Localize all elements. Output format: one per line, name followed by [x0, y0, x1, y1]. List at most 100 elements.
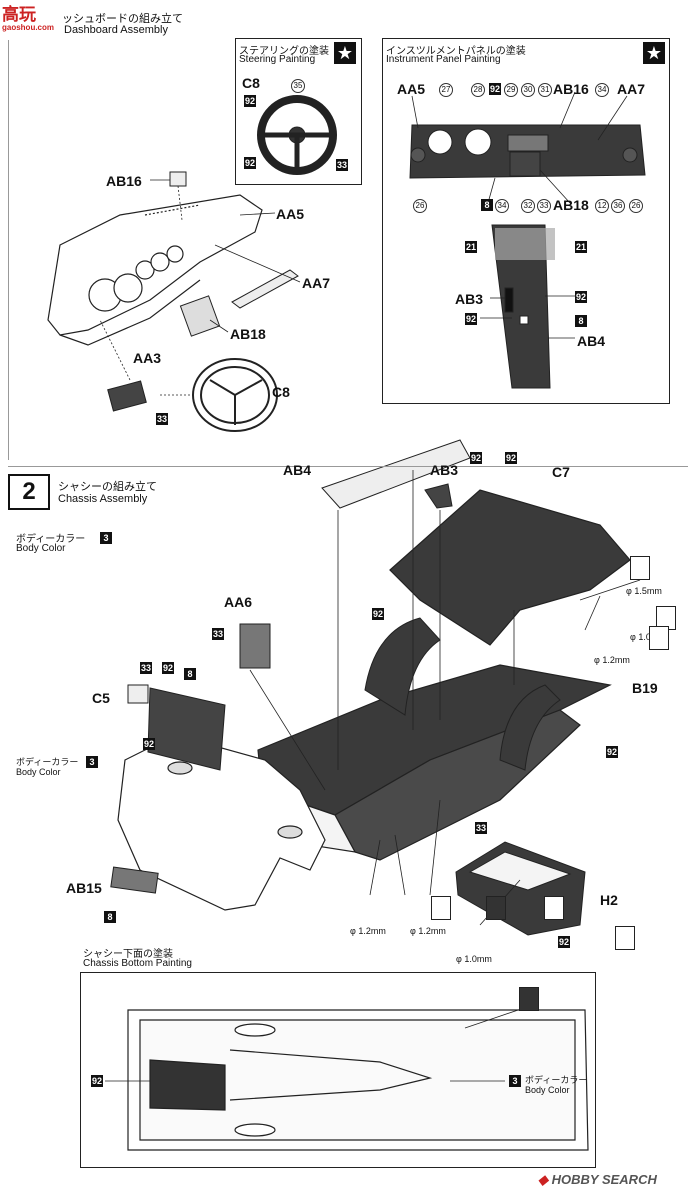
body-color2-en: Body Color — [16, 767, 61, 777]
label-ab3: AB3 — [430, 462, 459, 478]
panel-label-ab4: AB4 — [577, 333, 606, 349]
bottom-title-en: Chassis Bottom Painting — [83, 958, 192, 969]
steering-part-label: C8 — [242, 75, 260, 91]
code-3-bottom: 3 — [509, 1075, 521, 1087]
code-35: 35 — [291, 79, 305, 93]
code-34-top: 34 — [595, 83, 609, 97]
label-c8: C8 — [272, 384, 290, 400]
panel-title-jp: インスツルメントパネルの塗装 — [386, 46, 526, 57]
code-36: 36 — [611, 199, 625, 213]
code-92-right: 92 — [606, 746, 618, 758]
ab15-part — [110, 866, 159, 894]
code-92-mid: 92 — [372, 608, 384, 620]
code-30: 30 — [521, 83, 535, 97]
code-21-right: 21 — [575, 241, 587, 253]
code-92-c5b: 92 — [143, 738, 155, 750]
code-34-bottom: 34 — [495, 199, 509, 213]
hobby-search-logo: ◆ HOBBY SEARCH — [538, 1172, 657, 1188]
steering-drawing — [192, 358, 278, 432]
metallic-paint-icon — [485, 896, 506, 920]
bottom-chassis — [127, 1009, 589, 1151]
label-aa5: AA5 — [276, 206, 305, 222]
code-92-right: 92 — [575, 291, 587, 303]
label-c5: C5 — [92, 690, 110, 706]
drill-10mm-a: φ 1.0mm — [630, 632, 666, 642]
watermark-brand-top: 高玩 — [2, 5, 36, 25]
code-8-ab15: 8 — [104, 911, 116, 923]
drill-icon-12c — [544, 896, 565, 920]
drill-icon-12a — [648, 626, 669, 650]
dashboard-drawing — [47, 194, 263, 346]
label-ab16: AB16 — [106, 173, 142, 189]
code-33-floor: 33 — [475, 822, 487, 834]
watermark-logo: 高玩 gaoshou.com — [2, 6, 68, 32]
drill-15mm: φ 1.5mm — [626, 586, 662, 596]
code-8-c5: 8 — [184, 668, 196, 680]
bottom-body-color-en: Body Color — [525, 1085, 570, 1095]
ab16-part — [169, 171, 187, 187]
footer-brand: HOBBY SEARCH — [551, 1172, 657, 1187]
label-aa6: AA6 — [224, 594, 253, 610]
code-12: 12 — [595, 199, 609, 213]
ab3-part — [424, 483, 453, 509]
code-33: 33 — [336, 159, 348, 171]
drill-12mm-c: φ 1.2mm — [410, 926, 446, 936]
panel-label-aa5: AA5 — [397, 81, 426, 97]
logo-mark-icon: ◆ — [538, 1172, 548, 1187]
code-28: 28 — [471, 83, 485, 97]
star-icon: ★ — [334, 42, 356, 64]
c5-radiator — [127, 684, 226, 771]
section2-rule — [8, 466, 688, 467]
ab18-part — [179, 295, 221, 337]
wheel-arch-left — [364, 617, 441, 716]
code-92-h2: 92 — [558, 936, 570, 948]
code-26-right: 26 — [629, 199, 643, 213]
code-92-a: 92 — [244, 95, 256, 107]
label-ab4: AB4 — [283, 462, 312, 478]
steering-painting-box: ステアリングの塗装 Steering Painting ★ C8 35 92 9… — [235, 38, 362, 185]
panel-label-ab16: AB16 — [553, 81, 589, 97]
panel-title-en: Instrument Panel Painting — [386, 54, 501, 65]
page-left-rule — [8, 40, 9, 460]
drill-12mm-b: φ 1.2mm — [350, 926, 386, 936]
label-h2: H2 — [600, 892, 618, 908]
code-33-bottom: 33 — [537, 199, 551, 213]
code-33-c5: 33 — [140, 662, 152, 674]
bottom-body-color-jp: ボディーカラー — [525, 1076, 588, 1086]
label-aa7: AA7 — [302, 275, 331, 291]
aa6-part — [239, 623, 271, 669]
watermark-url: gaoshou.com — [2, 23, 55, 32]
code-92-top: 92 — [489, 83, 501, 95]
drill-icon-12b — [431, 896, 452, 920]
panel-label-aa7: AA7 — [617, 81, 646, 97]
panel-drawing — [409, 124, 646, 389]
body-color-jp: ボディーカラー — [16, 534, 86, 545]
drill-10mm-b: φ 1.0mm — [456, 954, 492, 964]
drill-icon-10b — [614, 926, 635, 950]
section2-title-en: Chassis Assembly — [58, 493, 148, 505]
code-27: 27 — [439, 83, 453, 97]
steering-title-en: Steering Painting — [239, 54, 316, 65]
code-92-left: 92 — [465, 313, 477, 325]
code-33-aa6: 33 — [212, 628, 224, 640]
instrument-panel-box: インスツルメントパネルの塗装 Instrument Panel Painting… — [382, 38, 670, 404]
section1-title-jp: ッシュボードの組み立て — [62, 12, 183, 25]
drill-icon-15 — [630, 556, 650, 580]
drill-12mm-a: φ 1.2mm — [594, 655, 630, 665]
c7-part — [389, 489, 631, 646]
code-92-b: 92 — [244, 157, 256, 169]
steering-title-jp: ステアリングの塗装 — [239, 46, 329, 57]
code-92-bottom: 92 — [91, 1075, 103, 1087]
code-26-left: 26 — [413, 199, 427, 213]
label-ab18: AB18 — [230, 326, 266, 342]
code-31: 31 — [538, 83, 552, 97]
body-color-code: 3 — [100, 532, 112, 544]
h2-part — [455, 841, 586, 936]
label-ab15: AB15 — [66, 880, 102, 896]
aa3-part — [107, 380, 147, 412]
code-33-aa3: 33 — [156, 413, 168, 425]
front-frame — [117, 734, 326, 911]
steering-box-wheel — [257, 95, 337, 175]
body-color-en: Body Color — [16, 543, 66, 554]
aa7-part — [231, 269, 299, 309]
